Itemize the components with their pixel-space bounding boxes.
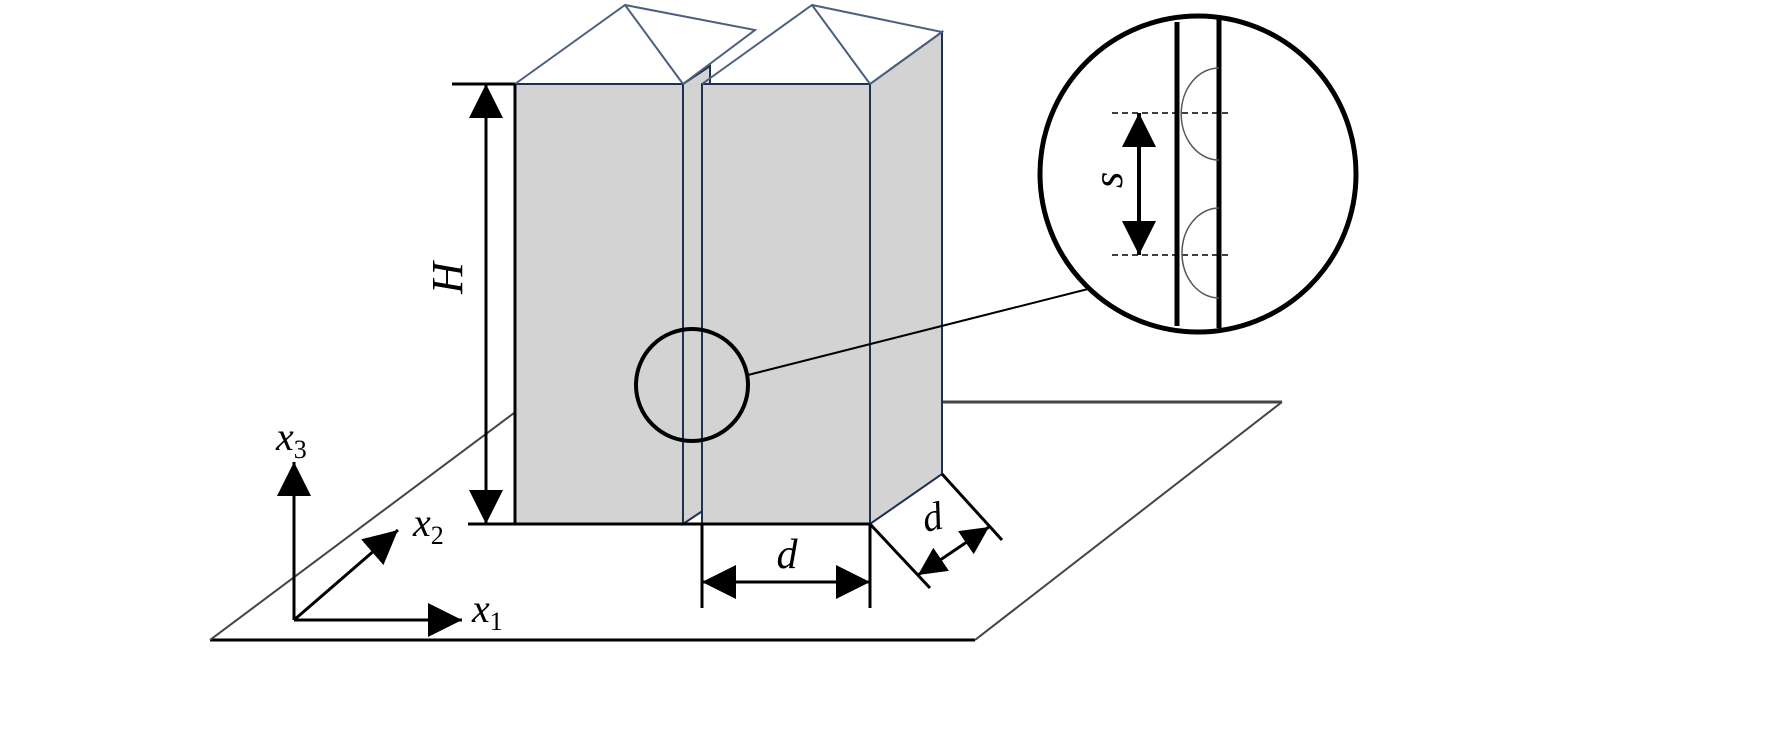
depth-dimension (868, 472, 1004, 590)
axis-x3-label: x3 (275, 414, 307, 464)
front-width-dimension (700, 524, 872, 608)
front-width-label: d (777, 532, 799, 578)
depth-label: d (918, 492, 948, 540)
height-dimension (452, 82, 515, 524)
cell-front (701, 3, 945, 526)
detail-leader-line (747, 287, 1093, 376)
axis-x2-label: x2 (412, 500, 444, 550)
coordinate-axes (277, 462, 462, 637)
height-label: H (423, 260, 472, 295)
detail-marker-circle (634, 327, 750, 443)
cell-back (513, 3, 758, 526)
ground-plane (209, 400, 1283, 642)
spacing-label: s (1086, 172, 1132, 188)
axis-x1-label: x1 (471, 586, 503, 636)
detail-magnified-view (1037, 13, 1359, 335)
